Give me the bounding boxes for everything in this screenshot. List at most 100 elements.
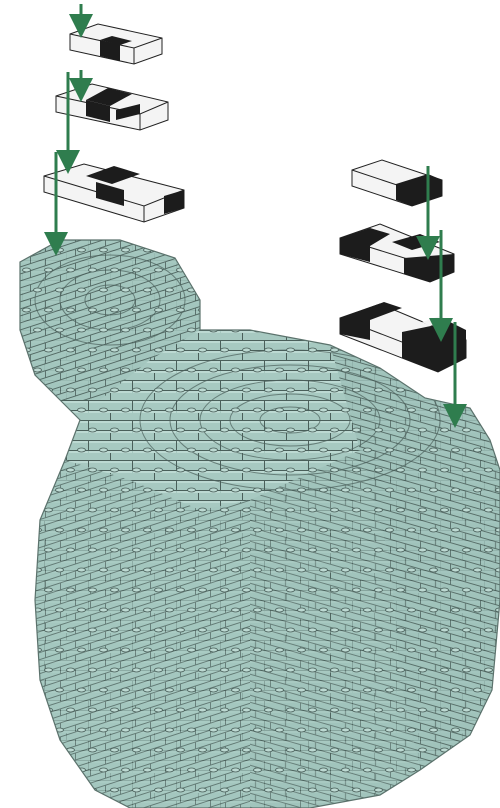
brick-stud	[45, 628, 53, 632]
brick-stud	[122, 688, 130, 692]
brick-stud	[23, 508, 31, 512]
brick-stud	[342, 528, 350, 532]
brick-stud	[430, 448, 438, 452]
brick-stud	[331, 628, 339, 632]
brick-stud	[12, 768, 20, 772]
brick-stud	[45, 348, 53, 352]
brick-stud	[177, 628, 185, 632]
brick-stud	[276, 448, 284, 452]
brick-stud	[342, 488, 350, 492]
brick-stud	[89, 348, 97, 352]
brick-stud	[331, 388, 339, 392]
brick-stud	[78, 728, 86, 732]
left-layer-stack	[44, 24, 184, 222]
brick-stud	[34, 528, 42, 532]
brick-stud	[199, 468, 207, 472]
brick-stud	[441, 428, 449, 432]
brick-stud	[221, 588, 229, 592]
brick-stud	[364, 448, 372, 452]
brick-stud	[188, 528, 196, 532]
brick-stud	[56, 568, 64, 572]
brick-stud	[320, 688, 328, 692]
brick-stud	[353, 588, 361, 592]
brick-stud	[122, 288, 130, 292]
brick-stud	[12, 368, 20, 372]
brick-stud	[287, 428, 295, 432]
brick-stud	[353, 708, 361, 712]
brick-stud	[166, 448, 174, 452]
brick-stud	[111, 628, 119, 632]
brick-stud	[287, 708, 295, 712]
brick-stud	[155, 588, 163, 592]
brick-stud	[166, 688, 174, 692]
brick-stud	[78, 648, 86, 652]
brick-stud	[419, 428, 427, 432]
brick-stud	[34, 288, 42, 292]
brick-stud	[287, 588, 295, 592]
brick-stud	[155, 468, 163, 472]
brick-stud	[386, 488, 394, 492]
brick-stud	[485, 548, 493, 552]
brick-stud	[254, 688, 262, 692]
brick-stud	[298, 648, 306, 652]
brick-stud	[430, 648, 438, 652]
brick-stud	[265, 428, 273, 432]
brick-stud	[23, 468, 31, 472]
brick-stud	[309, 628, 317, 632]
brick-stud	[155, 668, 163, 672]
brick-stud	[210, 448, 218, 452]
brick-stud	[298, 448, 306, 452]
brick-stud	[463, 548, 471, 552]
brick-stud	[210, 248, 218, 252]
brick-stud	[430, 688, 438, 692]
brick-stud	[100, 328, 108, 332]
brick-stud	[45, 428, 53, 432]
brick-stud	[375, 468, 383, 472]
brick-stud	[67, 508, 75, 512]
brick-stud	[243, 308, 251, 312]
brick-stud	[56, 488, 64, 492]
brick-stud	[100, 448, 108, 452]
brick-stud	[166, 248, 174, 252]
brick-stud	[177, 748, 185, 752]
brick-stud	[485, 788, 493, 792]
brick-stud	[155, 708, 163, 712]
brick-stud	[67, 708, 75, 712]
brick-stud	[166, 648, 174, 652]
brick-stud	[397, 508, 405, 512]
brick-stud	[67, 628, 75, 632]
brick-stud	[320, 368, 328, 372]
brick-stud	[34, 688, 42, 692]
brick-stud	[133, 668, 141, 672]
brick-stud	[496, 408, 500, 412]
brick-stud	[298, 288, 306, 292]
brick-stud	[67, 468, 75, 472]
brick-stud	[265, 668, 273, 672]
brick-stud	[452, 728, 460, 732]
brick-stud	[353, 388, 361, 392]
brick-stud	[452, 528, 460, 532]
brick-stud	[386, 408, 394, 412]
brick-stud	[243, 468, 251, 472]
brick-stud	[386, 288, 394, 292]
brick-stud	[375, 588, 383, 592]
brick-stud	[276, 488, 284, 492]
brick-stud	[166, 488, 174, 492]
brick-stud	[232, 408, 240, 412]
brick-stud	[188, 328, 196, 332]
brick-stud	[287, 348, 295, 352]
brick-stud	[254, 488, 262, 492]
brick-stud	[166, 768, 174, 772]
brick-stud	[221, 668, 229, 672]
brick-stud	[287, 548, 295, 552]
brick-stud	[474, 728, 482, 732]
brick-stud	[320, 488, 328, 492]
brick-stud	[122, 768, 130, 772]
brick-stud	[232, 608, 240, 612]
brick-stud	[78, 368, 86, 372]
brick-stud	[485, 668, 493, 672]
brick-stud	[298, 688, 306, 692]
brick-stud	[188, 448, 196, 452]
brick-stud	[210, 408, 218, 412]
brick-stud	[397, 748, 405, 752]
